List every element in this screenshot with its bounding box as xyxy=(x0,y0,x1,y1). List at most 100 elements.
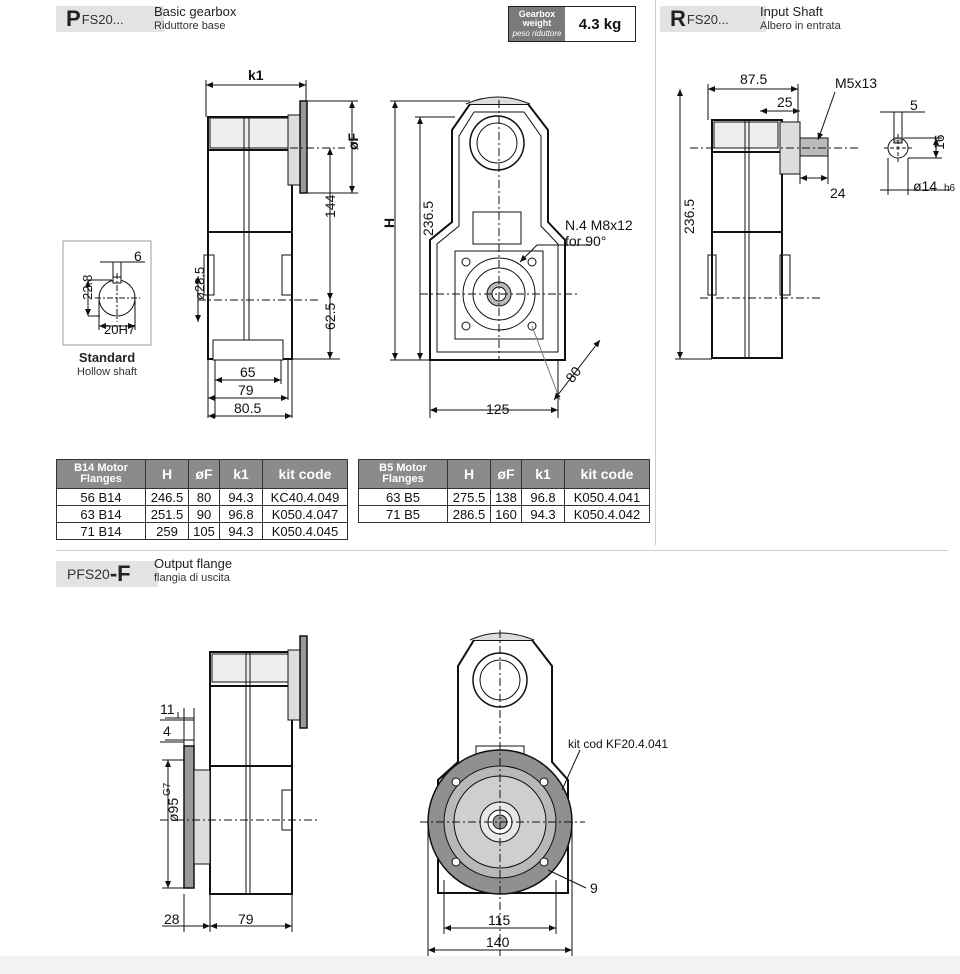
dim-115: 115 xyxy=(488,912,511,928)
cell: K050.4.047 xyxy=(262,505,348,523)
title-en: Output flange xyxy=(154,556,233,571)
section-header-output: PFS20 -F xyxy=(56,561,158,587)
section-title-output: Output flange flangia di uscita xyxy=(154,556,232,586)
weight-value: 4.3 kg xyxy=(578,15,622,33)
section-prefix: PFS20 xyxy=(67,566,110,582)
cell: K050.4.042 xyxy=(564,505,650,523)
dim-11: 11 xyxy=(160,701,175,717)
cell: 286.5 xyxy=(447,505,491,523)
cell: 96.8 xyxy=(219,505,263,523)
section-letter: -F xyxy=(109,561,131,586)
cell: 56 B14 xyxy=(56,488,146,506)
hollow-shaft-detail xyxy=(62,240,152,346)
dim-kit-code: kit cod KF20.4.041 xyxy=(568,737,668,751)
dim-holes-90: for 90° xyxy=(565,233,606,249)
dim-144: 144 xyxy=(322,194,338,218)
cell: 63 B5 xyxy=(358,488,448,506)
dim-87-5: 87.5 xyxy=(740,71,767,87)
dim-80-5: 80.5 xyxy=(234,400,261,416)
cell: 94.3 xyxy=(219,488,263,506)
cell: K050.4.041 xyxy=(564,488,650,506)
col-k1: k1 xyxy=(219,459,263,489)
cell: 251.5 xyxy=(145,505,189,523)
table-header-row: B5 Motor Flanges H øF k1 kit code xyxy=(358,459,650,489)
section-letter: P xyxy=(66,6,81,31)
section-header-input: R FS20... xyxy=(660,6,766,32)
dim-25: 25 xyxy=(777,94,793,110)
section-code: FS20... xyxy=(81,11,124,27)
table-header-row: B14 Motor Flanges H øF k1 kit code xyxy=(56,459,348,489)
section-title-basic: Basic gearbox Riduttore base xyxy=(154,4,236,34)
title-it: Albero in entrata xyxy=(760,20,841,32)
title-en: Basic gearbox xyxy=(154,4,237,19)
dim-236-5: 236.5 xyxy=(420,201,436,236)
dim-20H7: 20H7 xyxy=(104,322,135,337)
col-F: øF xyxy=(490,459,522,489)
dim-m5x13: M5x13 xyxy=(835,75,877,91)
dim-9: 9 xyxy=(590,880,598,896)
dim-80: 80 xyxy=(562,363,584,385)
cell: 138 xyxy=(490,488,522,506)
dim-5: 5 xyxy=(910,97,918,113)
weight-label-it: peso riduttore xyxy=(512,29,562,38)
cell: 71 B14 xyxy=(56,522,146,540)
dim-d95: ø95 xyxy=(165,798,181,822)
col-kit: kit code xyxy=(262,459,348,489)
cell: 105 xyxy=(188,522,220,540)
gearbox-weight-box: Gearbox weight peso riduttore 4.3 kg xyxy=(508,6,636,42)
cell: 275.5 xyxy=(447,488,491,506)
dim-phiF: øF xyxy=(345,132,361,150)
cell: 96.8 xyxy=(521,488,565,506)
dim-140: 140 xyxy=(486,934,510,950)
hollow-shaft-caption: Standard Hollow shaft xyxy=(70,350,144,380)
weight-label-en: Gearbox weight xyxy=(518,9,556,28)
cell: 71 B5 xyxy=(358,505,448,523)
output-flange-front-view xyxy=(420,630,587,960)
cell: 94.3 xyxy=(521,505,565,523)
table-row: 63 B14 251.5 90 96.8 K050.4.047 xyxy=(56,505,348,523)
front-view-basic xyxy=(390,96,601,418)
cell: K050.4.045 xyxy=(262,522,348,540)
table-b5-flanges: B5 Motor Flanges H øF k1 kit code 63 B5 … xyxy=(358,459,650,523)
section-code: FS20... xyxy=(686,11,729,27)
table-row: 56 B14 246.5 80 94.3 KC40.4.049 xyxy=(56,488,348,506)
col-flanges: B5 Motor Flanges xyxy=(358,459,448,489)
col-k1: k1 xyxy=(521,459,565,489)
dimension-labels: k1 øF 144 62.5 ø28.5 22.8 6 20H7 65 79 8… xyxy=(80,67,956,950)
cell: 94.3 xyxy=(219,522,263,540)
output-flange-side-view xyxy=(160,635,320,932)
divider-horizontal xyxy=(56,550,948,551)
bottom-strip xyxy=(0,956,960,974)
section-header-basic: P FS20... xyxy=(56,6,164,32)
dim-62-5: 62.5 xyxy=(322,303,338,330)
dim-H: H xyxy=(381,218,397,228)
dim-28: 28 xyxy=(164,911,180,927)
table-row: 71 B14 259 105 94.3 K050.4.045 xyxy=(56,522,348,540)
dim-125: 125 xyxy=(486,401,510,417)
cell: 90 xyxy=(188,505,220,523)
col-H: H xyxy=(447,459,491,489)
col-kit: kit code xyxy=(564,459,650,489)
dim-79: 79 xyxy=(238,382,254,398)
dim-22-8: 22.8 xyxy=(80,275,95,300)
dim-4: 4 xyxy=(163,723,171,739)
side-view-basic xyxy=(195,80,358,419)
title-en: Input Shaft xyxy=(760,4,823,19)
dim-holes: N.4 M8x12 xyxy=(565,217,633,233)
title-it: flangia di uscita xyxy=(154,572,230,584)
dim-G7: G7 xyxy=(162,782,173,796)
input-shaft-view xyxy=(675,84,950,360)
table-row: 71 B5 286.5 160 94.3 K050.4.042 xyxy=(358,505,650,523)
title-it: Riduttore base xyxy=(154,20,226,32)
dim-d28: ø28.5 xyxy=(192,267,207,300)
cell: 246.5 xyxy=(145,488,189,506)
col-F: øF xyxy=(188,459,220,489)
weight-label: Gearbox weight peso riduttore xyxy=(509,7,565,41)
dim-65: 65 xyxy=(240,364,256,380)
dim-6: 6 xyxy=(134,248,142,264)
hollow-shaft-title: Standard xyxy=(78,350,136,365)
table-b14-flanges: B14 Motor Flanges H øF k1 kit code 56 B1… xyxy=(56,459,348,540)
dim-h6: h6 xyxy=(944,183,956,194)
section-letter: R xyxy=(670,6,686,31)
